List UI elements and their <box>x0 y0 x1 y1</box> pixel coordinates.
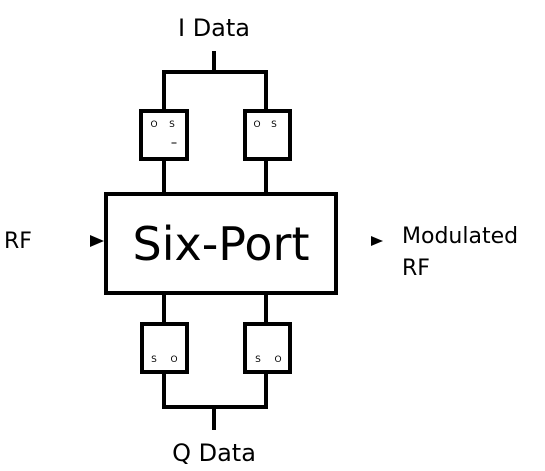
six-port-block: Six-Port <box>104 192 338 295</box>
switch-bottom-right-left-char: S <box>255 355 261 365</box>
switch-top-left: O S <box>139 109 189 161</box>
switch-bottom-left: S O <box>140 322 189 374</box>
q-data-wiring <box>162 291 268 430</box>
output-label-line1: Modulated <box>402 224 518 249</box>
rf-input-label: RF <box>4 229 32 254</box>
switch-bottom-right: S O <box>243 322 292 374</box>
i-data-label: I Data <box>178 14 250 42</box>
switch-top-left-left-char: O <box>150 120 157 130</box>
switch-top-right-right-char: S <box>271 120 277 130</box>
switch-top-right-left-char: O <box>253 120 260 130</box>
switch-bottom-left-right-char: O <box>170 355 177 365</box>
q-data-label: Q Data <box>172 439 256 467</box>
i-data-wiring <box>162 51 268 196</box>
switch-top-left-right-char: S <box>169 120 175 130</box>
rf-input-arrow <box>90 235 104 247</box>
switch-bottom-left-left-char: S <box>151 355 157 365</box>
switch-bottom-right-right-char: O <box>274 355 281 365</box>
output-arrow <box>371 236 383 246</box>
output-label-line2: RF <box>402 256 430 281</box>
switch-top-right: O S <box>243 109 292 161</box>
six-port-label: Six-Port <box>133 217 310 271</box>
